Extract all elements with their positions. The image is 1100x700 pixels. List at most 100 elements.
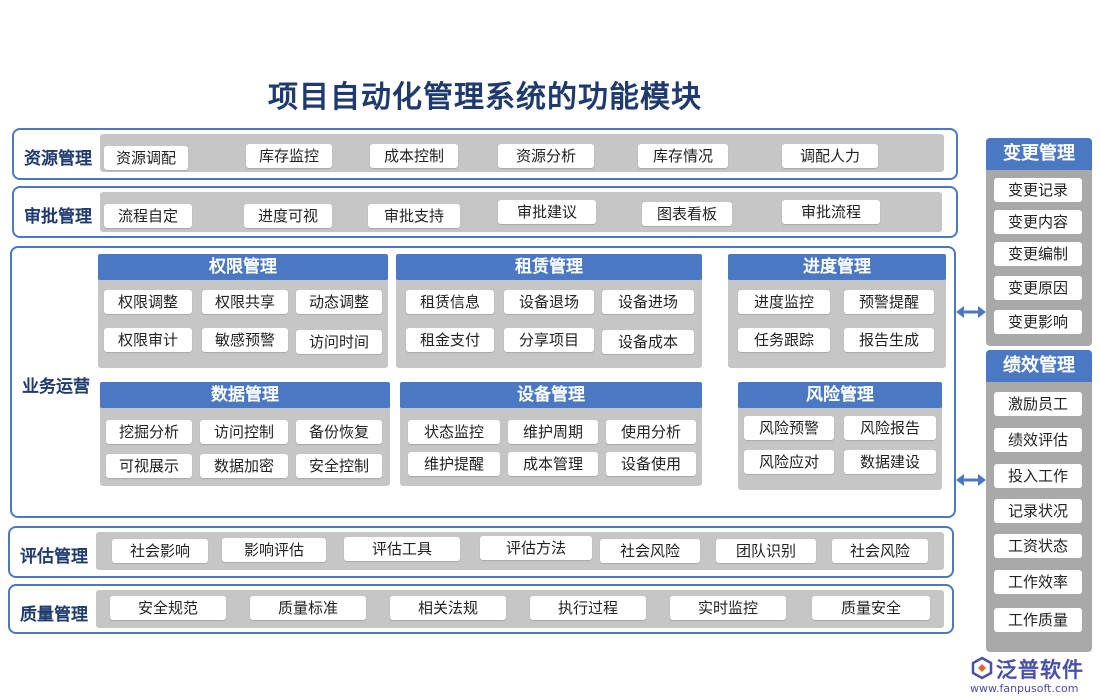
resource-row: 资源管理 资源调配 库存监控 成本控制 资源分析 库存情况 调配人力	[12, 128, 958, 180]
logo-mark-icon	[971, 656, 993, 680]
chip: 风险报告	[844, 416, 936, 440]
chip: 数据加密	[200, 454, 288, 478]
chip: 可视展示	[106, 454, 192, 478]
chip: 进度可视	[244, 204, 332, 228]
chip: 挖掘分析	[106, 420, 192, 444]
row-label-evaluation: 评估管理	[20, 547, 88, 567]
chip: 设备退场	[504, 290, 594, 314]
chip: 设备进场	[602, 290, 694, 314]
chip: 审批流程	[782, 200, 880, 224]
row-label-approval: 审批管理	[24, 207, 92, 227]
side-item: 投入工作	[994, 464, 1082, 488]
chip: 维护周期	[508, 420, 598, 444]
evaluation-row: 评估管理 社会影响 影响评估 评估工具 评估方法 社会风险 团队识别 社会风险	[8, 526, 954, 578]
chip: 权限调整	[104, 290, 192, 314]
business-row: 业务运营 权限管理 权限调整 权限共享 动态调整 权限审计 敏感预警 访问时间 …	[10, 246, 956, 518]
chip: 敏感预警	[202, 328, 288, 352]
side-item: 绩效评估	[994, 428, 1082, 452]
chip: 社会影响	[112, 539, 208, 563]
page-title: 项目自动化管理系统的功能模块	[268, 80, 702, 115]
module-permission: 权限管理 权限调整 权限共享 动态调整 权限审计 敏感预警 访问时间	[98, 254, 388, 368]
chip: 访问时间	[296, 330, 382, 354]
chip: 租赁信息	[406, 290, 494, 314]
side-performance-panel: 绩效管理 激励员工 绩效评估 投入工作 记录状况 工资状态 工作效率 工作质量	[986, 350, 1092, 652]
side-item: 变更影响	[994, 310, 1082, 334]
approval-strip: 流程自定 进度可视 审批支持 审批建议 图表看板 审批流程	[100, 192, 942, 232]
chip: 调配人力	[782, 144, 878, 168]
chip: 实时监控	[670, 596, 786, 620]
chip: 审批建议	[498, 200, 596, 224]
chip: 租金支付	[406, 328, 494, 352]
chip: 设备成本	[602, 330, 694, 354]
chip: 社会风险	[600, 539, 700, 563]
chip: 备份恢复	[296, 420, 382, 444]
double-arrow-icon	[956, 306, 986, 318]
row-label-resource: 资源管理	[24, 149, 92, 169]
chip: 动态调整	[296, 290, 382, 314]
module-risk-title: 风险管理	[738, 382, 942, 408]
chip: 社会风险	[832, 539, 928, 563]
approval-row: 审批管理 流程自定 进度可视 审批支持 审批建议 图表看板 审批流程	[12, 186, 958, 238]
quality-row: 质量管理 安全规范 质量标准 相关法规 执行过程 实时监控 质量安全	[8, 584, 954, 634]
chip: 审批支持	[368, 204, 460, 228]
module-equipment: 设备管理 状态监控 维护周期 使用分析 维护提醒 成本管理 设备使用	[400, 382, 702, 486]
chip: 安全规范	[110, 596, 226, 620]
chip: 报告生成	[844, 328, 934, 352]
chip: 成本控制	[370, 144, 458, 168]
chip: 资源调配	[104, 146, 188, 170]
module-progress-title: 进度管理	[728, 254, 946, 280]
side-item: 变更内容	[994, 210, 1082, 234]
chip: 进度监控	[738, 290, 830, 314]
chip: 状态监控	[408, 420, 500, 444]
module-data-title: 数据管理	[100, 382, 390, 408]
chip: 库存情况	[638, 144, 728, 168]
chip: 图表看板	[642, 202, 732, 226]
row-label-business: 业务运营	[22, 377, 90, 397]
chip: 访问控制	[200, 420, 288, 444]
chip: 安全控制	[296, 454, 382, 478]
chip: 权限共享	[202, 290, 288, 314]
chip: 评估工具	[344, 537, 460, 561]
chip: 任务跟踪	[738, 328, 830, 352]
chip: 风险预警	[744, 416, 834, 440]
side-item: 变更原因	[994, 276, 1082, 300]
module-data: 数据管理 挖掘分析 访问控制 备份恢复 可视展示 数据加密 安全控制	[100, 382, 390, 486]
chip: 设备使用	[606, 452, 696, 476]
side-item: 变更编制	[994, 242, 1082, 266]
quality-strip: 安全规范 质量标准 相关法规 执行过程 实时监控 质量安全	[96, 590, 944, 628]
resource-strip: 资源调配 库存监控 成本控制 资源分析 库存情况 调配人力	[100, 134, 944, 172]
side-item: 记录状况	[994, 499, 1082, 523]
side-change-title: 变更管理	[986, 138, 1092, 170]
side-item: 工资状态	[994, 534, 1082, 558]
chip: 权限审计	[104, 328, 192, 352]
module-lease: 租赁管理 租赁信息 设备退场 设备进场 租金支付 分享项目 设备成本	[396, 254, 702, 368]
module-progress: 进度管理 进度监控 预警提醒 任务跟踪 报告生成	[728, 254, 946, 368]
chip: 风险应对	[744, 450, 834, 474]
double-arrow-icon	[956, 474, 986, 486]
brand-logo: 泛普软件 www.fanpusoft.com	[968, 652, 1098, 696]
chip: 流程自定	[104, 204, 192, 228]
logo-name: 泛普软件	[996, 658, 1084, 682]
evaluation-strip: 社会影响 影响评估 评估工具 评估方法 社会风险 团队识别 社会风险	[96, 532, 944, 570]
side-item: 工作效率	[994, 570, 1082, 594]
chip: 维护提醒	[408, 452, 500, 476]
chip: 相关法规	[390, 596, 506, 620]
chip: 评估方法	[480, 536, 592, 560]
chip: 使用分析	[606, 420, 696, 444]
chip: 执行过程	[530, 596, 646, 620]
side-item: 激励员工	[994, 392, 1082, 416]
side-change-panel: 变更管理 变更记录 变更内容 变更编制 变更原因 变更影响	[986, 138, 1092, 346]
module-equipment-title: 设备管理	[400, 382, 702, 408]
row-label-quality: 质量管理	[20, 605, 88, 625]
chip: 预警提醒	[844, 290, 934, 314]
chip: 质量标准	[250, 596, 366, 620]
chip: 库存监控	[246, 144, 332, 168]
module-lease-title: 租赁管理	[396, 254, 702, 280]
module-risk: 风险管理 风险预警 风险报告 风险应对 数据建设	[738, 382, 942, 490]
chip: 质量安全	[812, 596, 930, 620]
chip: 团队识别	[716, 539, 816, 563]
module-permission-title: 权限管理	[98, 254, 388, 280]
chip: 影响评估	[222, 538, 326, 562]
logo-url: www.fanpusoft.com	[970, 682, 1079, 695]
chip: 资源分析	[498, 144, 594, 168]
